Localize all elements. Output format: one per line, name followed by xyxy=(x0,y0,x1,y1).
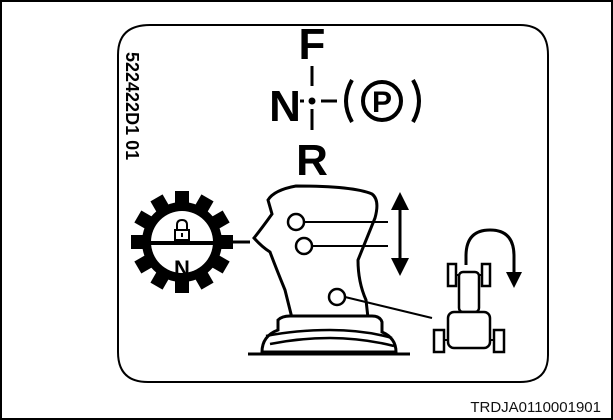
lever-button-middle xyxy=(294,236,314,256)
lock-badge-letter: N xyxy=(174,256,190,281)
gear-letter-reverse: R xyxy=(296,136,328,185)
park-brake-icon: P xyxy=(344,79,421,123)
lever-button-lower xyxy=(327,287,347,307)
up-down-arrow-icon xyxy=(391,192,409,276)
lever-button-upper xyxy=(286,212,306,232)
padlock-icon xyxy=(174,218,190,241)
shift-lever-icon xyxy=(248,184,433,356)
gear-letter-forward: F xyxy=(299,20,326,69)
gear-selector-gate: F N R xyxy=(269,20,337,185)
gate-center-dot xyxy=(308,97,316,105)
gear-letter-neutral: N xyxy=(269,82,301,131)
tractor-turn-icon xyxy=(432,228,522,354)
reference-code: TRDJA0110001901 xyxy=(470,399,601,416)
part-number: 522422D1 01 xyxy=(122,52,142,160)
decal-outline xyxy=(117,24,549,383)
transmission-gear-lock-icon: N xyxy=(131,191,250,293)
park-symbol-letter: P xyxy=(372,86,392,119)
